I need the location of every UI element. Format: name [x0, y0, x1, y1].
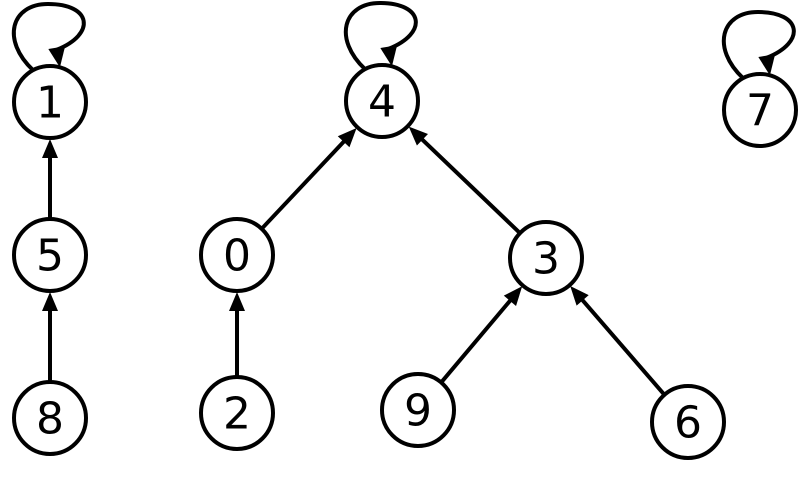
- edge-6-to-3: [570, 285, 666, 396]
- node-4[interactable]: 4: [344, 63, 420, 139]
- node-label-7: 7: [746, 86, 774, 137]
- edge-0-to-4: [260, 127, 357, 230]
- node-5[interactable]: 5: [12, 217, 88, 293]
- node-label-1: 1: [36, 78, 64, 129]
- node-3[interactable]: 3: [508, 220, 584, 296]
- node-1[interactable]: 1: [12, 64, 88, 140]
- node-0[interactable]: 0: [199, 217, 275, 293]
- node-8[interactable]: 8: [12, 380, 88, 456]
- node-2[interactable]: 2: [199, 375, 275, 451]
- self-loop-7: [722, 10, 796, 80]
- self-loops-layer: [12, 1, 796, 80]
- self-loop-1: [12, 2, 86, 72]
- self-loop-4: [344, 1, 418, 71]
- node-label-2: 2: [223, 389, 251, 440]
- node-label-6: 6: [674, 398, 702, 449]
- node-6[interactable]: 6: [650, 384, 726, 460]
- edge-9-to-3: [440, 286, 523, 383]
- edge-5-to-1: [42, 139, 58, 218]
- node-label-9: 9: [404, 386, 432, 437]
- node-7[interactable]: 7: [722, 72, 798, 148]
- nodes-layer: 1 5 8 0 2 4 3 9 6 7: [12, 63, 798, 460]
- edge-8-to-5: [42, 292, 58, 381]
- edge-2-to-0: [229, 292, 245, 376]
- node-label-5: 5: [36, 231, 64, 282]
- node-label-0: 0: [223, 231, 251, 282]
- node-9[interactable]: 9: [380, 372, 456, 448]
- node-label-3: 3: [532, 234, 560, 285]
- node-label-4: 4: [368, 77, 396, 128]
- edges-layer: [42, 126, 666, 396]
- edge-3-to-4: [408, 126, 521, 234]
- node-label-8: 8: [36, 394, 64, 445]
